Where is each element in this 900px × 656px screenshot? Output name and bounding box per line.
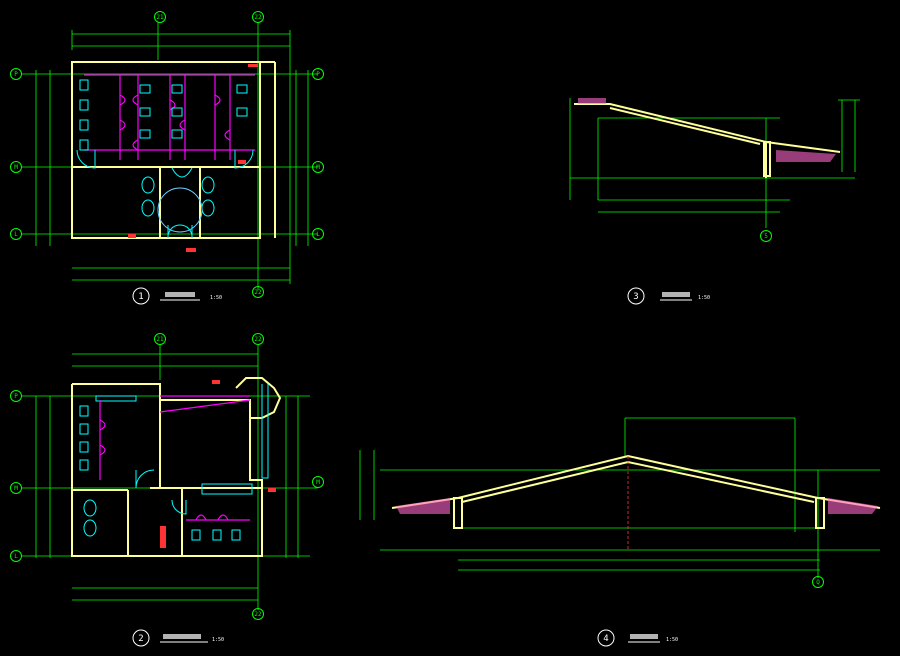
- plan2-title-scale: 1:50: [212, 637, 224, 643]
- plan1-walls: [71, 61, 276, 239]
- section-3: 5 3 1:50: [569, 98, 860, 305]
- plan2-grid-label-top-1: 21: [156, 336, 164, 343]
- plan1-grid-label-right-1: P: [316, 71, 320, 78]
- plan1-grid-bubble-left-3: [10, 228, 22, 240]
- plan1-partitions: [84, 74, 255, 160]
- plan2-fixtures: [79, 384, 269, 541]
- plan2-grid-bubble-bottom: [252, 608, 264, 620]
- plan2-red-marks: [160, 380, 276, 548]
- section4-hatch: [396, 498, 878, 514]
- plan2-title-bubble: [132, 629, 150, 647]
- plan2-grid-label-top-2: 22: [254, 336, 262, 343]
- plan1-grid-bubble-right-1: [312, 68, 324, 80]
- section4-title-text-block: [630, 634, 658, 639]
- section4-dimension-lines: [359, 417, 880, 578]
- plan2-title-text-block: [163, 634, 201, 639]
- plan1-title-number: 1: [138, 292, 143, 302]
- plan1-grid-bubble-left-2: [10, 161, 22, 173]
- section3-title-number: 3: [633, 292, 638, 302]
- plan1-title-scale: 1:50: [210, 295, 222, 301]
- section3-title-text-block: [662, 292, 690, 297]
- section4-title-bubble: [597, 629, 615, 647]
- plan2-grid-label-left-1: P: [14, 393, 18, 400]
- plan2-grid-bubbles: [10, 333, 324, 620]
- plan1-grid-bubble-right-3: [312, 228, 324, 240]
- section4-grid-label: Q: [816, 579, 820, 586]
- plan1-grid-label-top-2: 22: [254, 14, 262, 21]
- plan2-partitions: [99, 395, 251, 521]
- plan1-grid-label-left-1: P: [14, 71, 18, 78]
- plan2-grid-bubble-top-1: [154, 333, 166, 345]
- plan1-grid-label-left-3: L: [14, 231, 18, 238]
- plan-2: 21 22 22 P M L M 2 1:50: [10, 333, 324, 647]
- plan2-grid-bubble-right-1: [312, 476, 324, 488]
- section3-title-bubble: [627, 287, 645, 305]
- section4-grid-bubble: [812, 576, 824, 588]
- plan1-grid-label-top-1: 21: [156, 14, 164, 21]
- plan1-grid-label-right-3: L: [316, 231, 320, 238]
- section3-grid-bubble: [760, 230, 772, 242]
- plan2-grid-label-left-3: L: [14, 553, 18, 560]
- plan1-grid-label-right-2: M: [316, 164, 320, 171]
- plan1-grid-label-left-2: M: [14, 164, 18, 171]
- plan2-grid-bubble-top-2: [252, 333, 264, 345]
- plan1-red-marks: [128, 64, 258, 252]
- plan2-grid-label-bottom: 22: [254, 611, 262, 618]
- plan2-grid-bubble-left-1: [10, 390, 22, 402]
- plan1-fixtures: [76, 79, 254, 239]
- plan1-grid-bubble-top-1: [154, 11, 166, 23]
- section3-title-scale: 1:50: [698, 295, 710, 301]
- section3-hatch: [578, 98, 836, 162]
- plan1-grid-bubble-bottom: [252, 286, 264, 298]
- plan1-grid-label-bottom: 22: [254, 289, 262, 296]
- section3-dimension-lines: [569, 98, 860, 228]
- plan-1: 21 22 22 P M L P M L 1 1:50: [10, 11, 324, 305]
- section4-title-number: 4: [603, 634, 608, 644]
- plan2-grid-label-left-2: M: [14, 485, 18, 492]
- plan2-title-number: 2: [138, 634, 143, 644]
- section4-title-scale: 1:50: [666, 637, 678, 643]
- plan2-grid-bubble-left-2: [10, 482, 22, 494]
- section-4: Q 4 1:50: [359, 417, 881, 647]
- plan1-grid-bubble-top-2: [252, 11, 264, 23]
- plan2-grid-bubble-left-3: [10, 550, 22, 562]
- section3-grid-label: 5: [764, 233, 768, 240]
- plan1-title-text-block: [165, 292, 195, 297]
- plan1-grid-bubbles: [10, 11, 324, 298]
- plan1-title-bubble: [132, 287, 150, 305]
- plan1-grid-bubble-left-1: [10, 68, 22, 80]
- plan1-grid-bubble-right-2: [312, 161, 324, 173]
- plan2-walls: [71, 377, 282, 557]
- plan2-grid-label-right-1: M: [316, 479, 320, 486]
